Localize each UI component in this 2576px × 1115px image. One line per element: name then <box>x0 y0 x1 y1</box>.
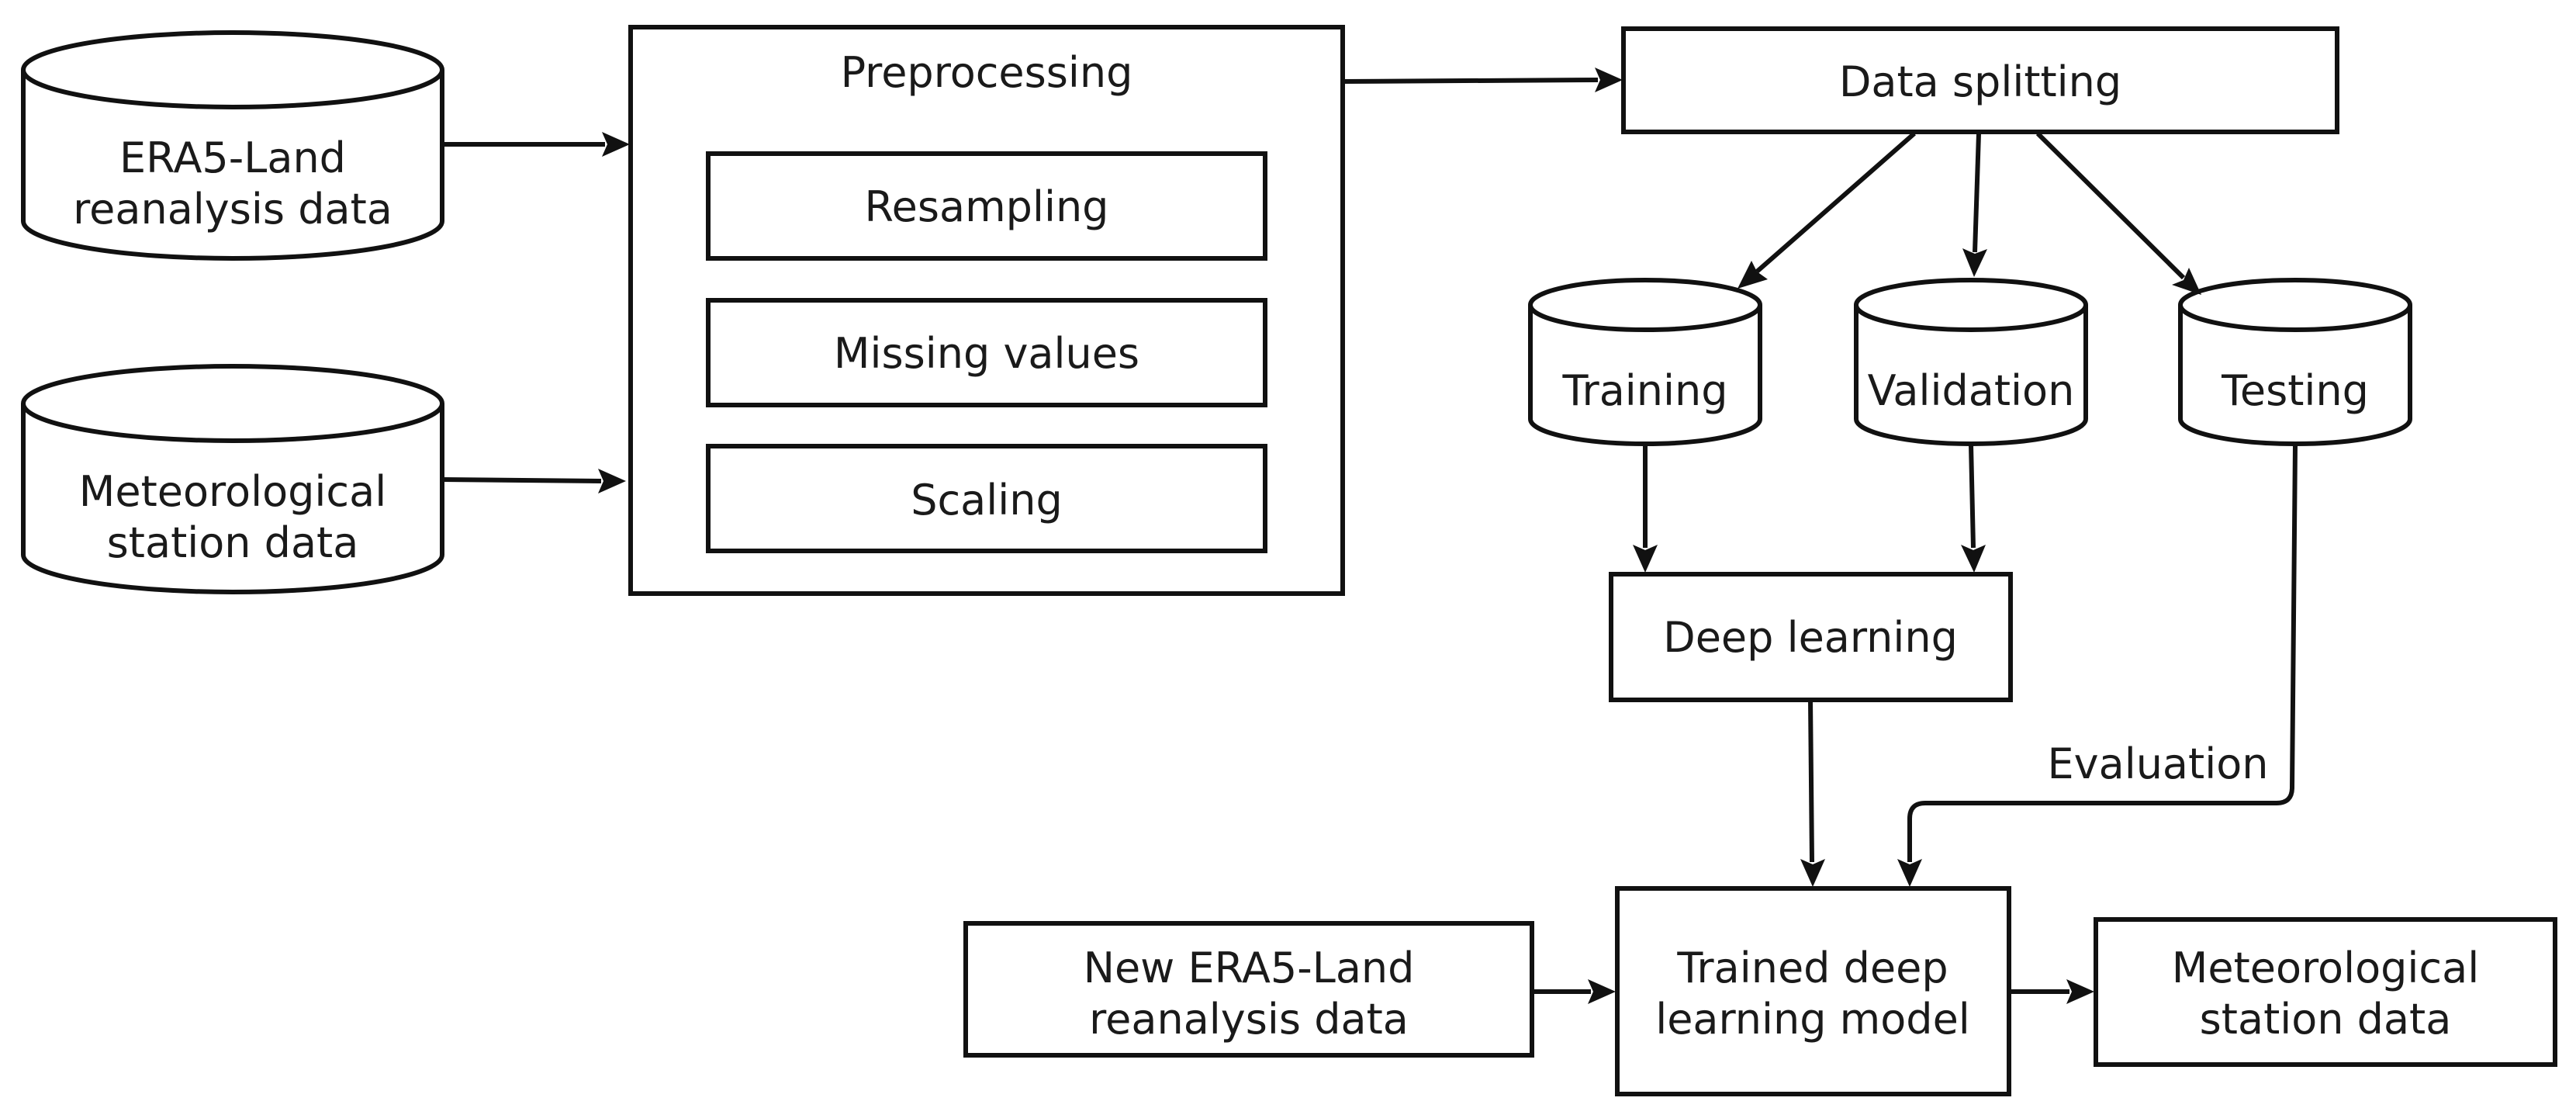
trained-model-label-line1: Trained deep <box>1676 944 1948 992</box>
arrow-splitting-to-training <box>1738 131 1916 289</box>
station-label-line1: Meteorological <box>79 467 386 516</box>
arrow-training-to-deep-learning <box>1633 445 1658 573</box>
arrow-trained-model-to-output <box>2009 979 2094 1004</box>
output-label-line2: station data <box>2200 995 2452 1044</box>
era5-land-label-line1: ERA5-Land <box>119 133 346 182</box>
preprocessing-title: Preprocessing <box>841 48 1133 97</box>
arrow-splitting-to-testing <box>2035 131 2201 295</box>
meteorological-station-database: Meteorological station data <box>21 364 444 594</box>
training-label: Training <box>1561 366 1727 415</box>
new-era5-label-line2: reanalysis data <box>1089 995 1409 1044</box>
connectors <box>441 68 2298 1004</box>
data-splitting-box: Data splitting <box>1621 26 2339 134</box>
arrow-deep-learning-to-trained-model <box>1800 699 1825 887</box>
step-missing-values-label: Missing values <box>834 329 1139 378</box>
step-resampling-label: Resampling <box>865 182 1109 231</box>
step-resampling: Resampling <box>706 151 1267 261</box>
data-splitting-label: Data splitting <box>1839 57 2121 106</box>
testing-dataset: Testing <box>2178 278 2412 446</box>
arrow-splitting-to-validation <box>1962 133 1987 277</box>
era5-land-label-line2: reanalysis data <box>73 185 392 234</box>
validation-label: Validation <box>1868 366 2075 415</box>
arrow-station-to-preprocessing <box>441 469 626 493</box>
new-era5-label-line1: New ERA5-Land <box>1084 944 1415 992</box>
trained-model-box: Trained deep learning model <box>1615 886 2011 1096</box>
evaluation-label: Evaluation <box>2048 739 2269 788</box>
new-era5-input-box: New ERA5-Land reanalysis data <box>963 921 1534 1058</box>
testing-label: Testing <box>2221 366 2369 415</box>
arrow-testing-to-trained-model <box>1897 444 2298 887</box>
arrow-era5-to-preprocessing <box>442 132 630 157</box>
training-dataset: Training <box>1528 278 1762 446</box>
output-label-line1: Meteorological <box>2172 944 2479 992</box>
arrow-validation-to-deep-learning <box>1961 444 1986 573</box>
station-label-line2: station data <box>107 518 359 567</box>
validation-dataset: Validation <box>1854 278 2088 446</box>
arrow-new-era5-to-trained-model <box>1532 979 1616 1004</box>
preprocessing-box: Preprocessing Resampling Missing values … <box>628 25 1345 596</box>
step-scaling: Scaling <box>706 444 1267 553</box>
step-scaling-label: Scaling <box>911 476 1063 525</box>
trained-model-label-line2: learning model <box>1655 995 1970 1044</box>
output-station-box: Meteorological station data <box>2094 917 2557 1067</box>
deep-learning-label: Deep learning <box>1663 613 1958 662</box>
step-missing-values: Missing values <box>706 298 1267 407</box>
era5-land-database: ERA5-Land reanalysis data <box>21 30 444 261</box>
arrow-preprocessing-to-splitting <box>1342 68 1623 92</box>
deep-learning-box: Deep learning <box>1609 572 2013 702</box>
